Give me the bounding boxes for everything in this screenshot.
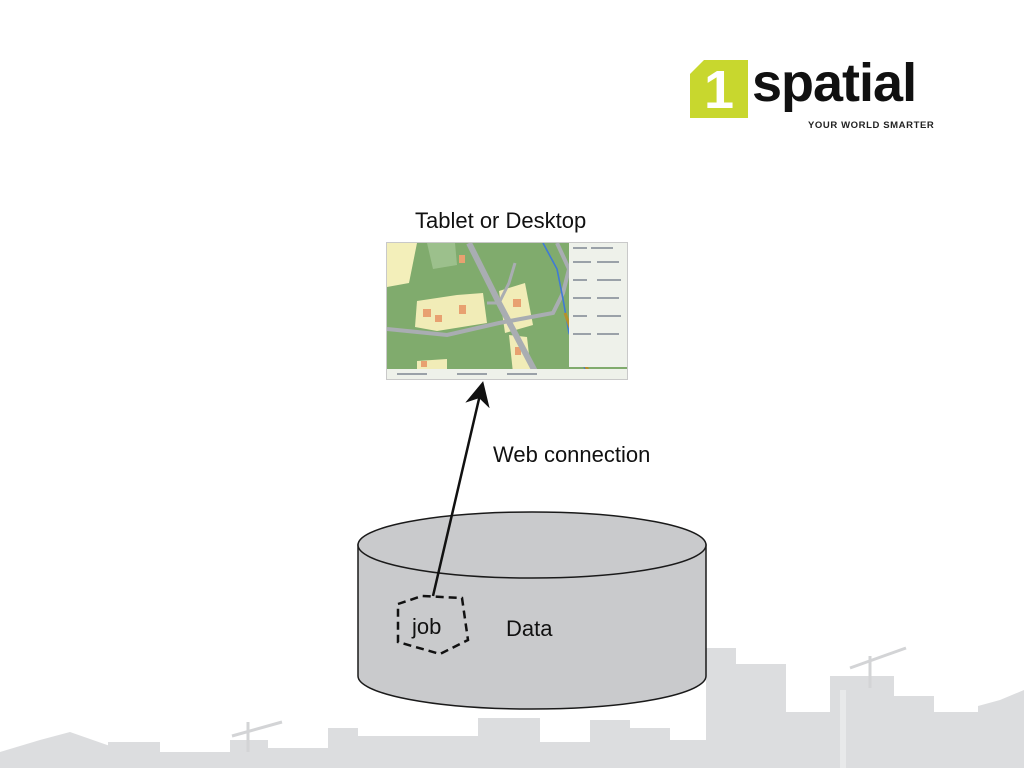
map-screenshot-icon	[386, 242, 628, 380]
logo-badge-digit: 1	[703, 60, 735, 120]
logo-tagline: YOUR WORLD SMARTER	[808, 120, 935, 131]
connection-label: Web connection	[493, 442, 651, 467]
database-cylinder-icon	[357, 511, 707, 710]
device-label: Tablet or Desktop	[415, 208, 587, 233]
job-hexagon-icon	[396, 594, 470, 656]
logo-wordmark: spatial	[752, 53, 917, 113]
job-label: job	[412, 614, 442, 639]
web-connection-arrow	[431, 381, 490, 597]
database-label: Data	[506, 616, 553, 641]
company-logo: 1 spatial YOUR WORLD SMARTER	[690, 53, 970, 134]
logo-badge: 1	[690, 60, 748, 118]
